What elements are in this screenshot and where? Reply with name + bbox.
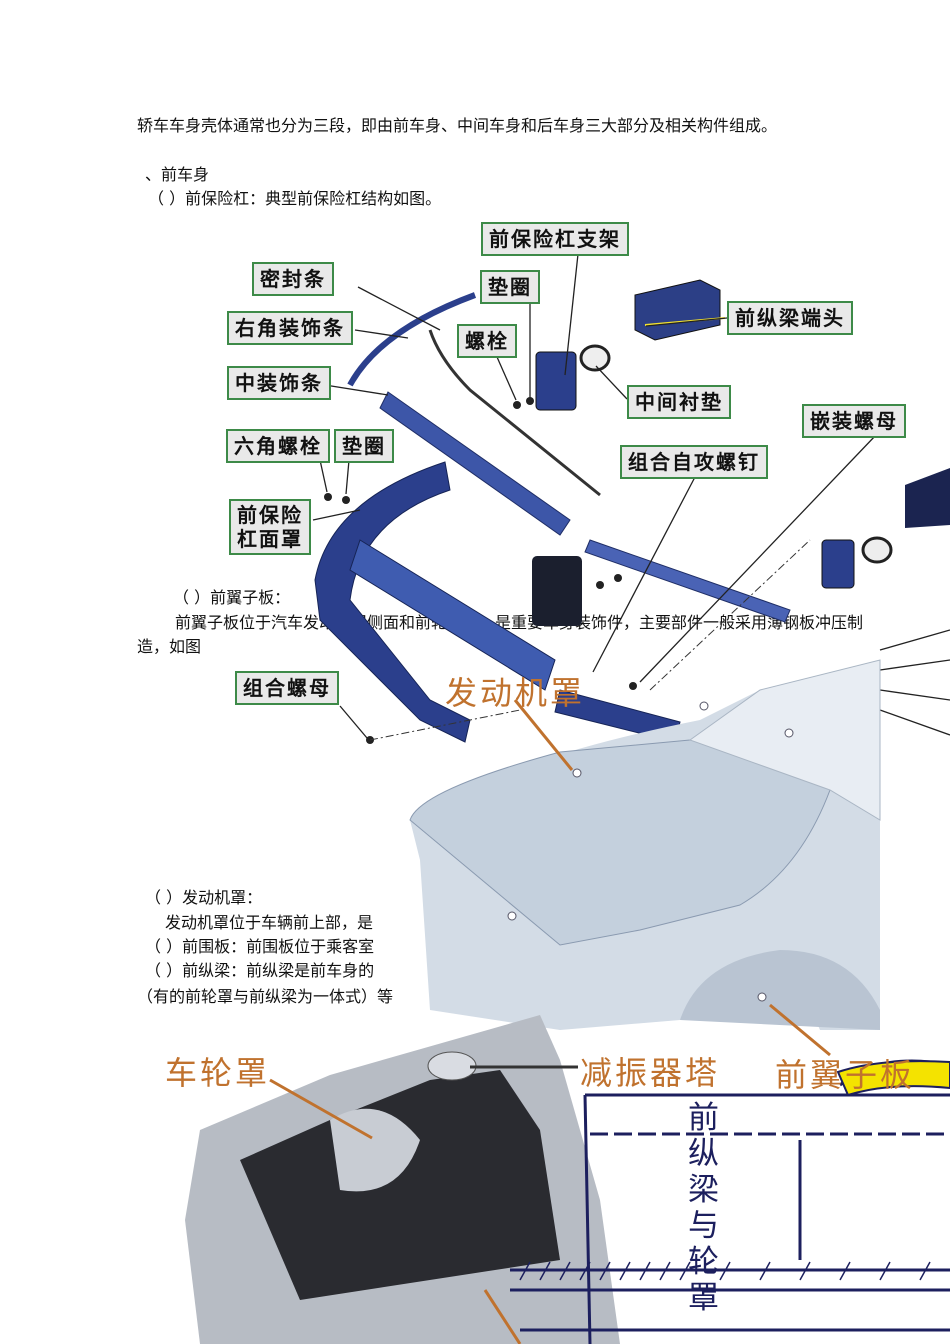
front-rail-paragraph: （ ）前纵梁：前纵梁是前车身的	[145, 961, 375, 980]
label-seal-strip: 密封条	[252, 262, 334, 296]
fender-heading: （ ）前翼子板：	[173, 588, 291, 607]
label-center-trim: 中装饰条	[227, 366, 331, 400]
section-heading-front-body: 、前车身	[145, 165, 210, 184]
label-rail-end: 前纵梁端头	[727, 301, 853, 335]
label-bumper-cover-line1: 前保险	[237, 503, 303, 527]
label-washer-top: 垫圈	[480, 270, 540, 304]
label-bumper-cover-line2: 杠面罩	[237, 527, 303, 551]
label-right-corner-trim: 右角装饰条	[227, 311, 353, 345]
hood-heading: （ ）发动机罩：	[145, 888, 263, 907]
hood-paragraph: 发动机罩位于车辆前上部，是	[165, 913, 374, 932]
label-hood: 发动机罩	[445, 674, 586, 712]
label-middle-pad: 中间衬垫	[627, 385, 731, 419]
label-self-tapping-screw: 组合自攻螺钉	[620, 445, 768, 479]
label-washer-left: 垫圈	[334, 429, 394, 463]
rail-sketch-figure	[510, 1059, 950, 1344]
label-rail-and-wheel-house: 前纵梁与轮罩	[688, 1100, 719, 1316]
label-embedded-nut: 嵌装螺母	[802, 404, 906, 438]
rail-sketch-highlight	[836, 1060, 950, 1097]
front-rail-note: （有的前轮罩与前纵梁为一体式）等	[137, 987, 394, 1006]
intro-paragraph: 轿车车身壳体通常也分为三段，即由前车身、中间车身和后车身三大部分及相关构件组成。	[137, 116, 778, 135]
label-bolt: 螺栓	[457, 324, 517, 358]
label-hex-bolt: 六角螺栓	[226, 429, 330, 463]
bumper-heading: （ ）前保险杠：典型前保险杠结构如图。	[148, 189, 442, 208]
front-structure-figure	[185, 1015, 620, 1344]
label-shock-tower: 减振器塔	[580, 1054, 721, 1092]
body-shell-figure	[409, 659, 881, 1057]
bumper-exploded-figure	[312, 253, 950, 744]
label-bumper-cover: 前保险 杠面罩	[229, 499, 311, 555]
label-combo-nut: 组合螺母	[235, 671, 339, 705]
label-front-fender: 前翼子板	[775, 1056, 916, 1094]
label-wheel-house: 车轮罩	[165, 1054, 271, 1092]
dash-panel-paragraph: （ ）前围板：前围板位于乘客室	[145, 937, 375, 956]
rail-sketch-hatch	[519, 1261, 931, 1281]
label-bumper-bracket: 前保险杠支架	[481, 222, 629, 256]
